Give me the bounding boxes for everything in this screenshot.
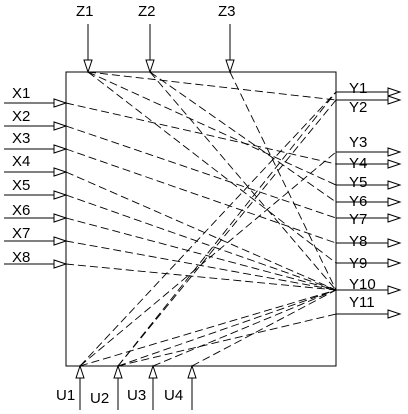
output-label-y8: Y8 bbox=[349, 233, 367, 250]
input-label-u1: U1 bbox=[56, 387, 75, 404]
output-label-y1: Y1 bbox=[349, 80, 367, 97]
arrowhead-x3 bbox=[53, 144, 68, 154]
output-label-y7: Y7 bbox=[349, 211, 367, 228]
output-label-y10: Y10 bbox=[349, 276, 376, 293]
connection-z3-y10 bbox=[229, 71, 337, 291]
arrowhead-y6 bbox=[387, 197, 402, 207]
output-label-y2: Y2 bbox=[349, 99, 367, 116]
connection-u2-y2 bbox=[117, 99, 337, 367]
input-label-z2: Z2 bbox=[138, 3, 156, 20]
arrowhead-u1 bbox=[75, 364, 85, 379]
connection-x5-y10 bbox=[65, 194, 337, 291]
system-block bbox=[65, 71, 337, 367]
connection-u4-y10 bbox=[191, 289, 337, 367]
connection-z2-y6 bbox=[149, 71, 337, 203]
arrowhead-y8 bbox=[387, 238, 402, 248]
arrowhead-u4 bbox=[187, 364, 197, 379]
arrowhead-x1 bbox=[53, 98, 68, 108]
connection-z1-y5 bbox=[87, 71, 337, 186]
arrowhead-y7 bbox=[387, 213, 402, 223]
arrowhead-y2 bbox=[387, 95, 402, 105]
output-label-y9: Y9 bbox=[349, 255, 367, 272]
input-label-u2: U2 bbox=[90, 390, 109, 407]
output-label-y6: Y6 bbox=[349, 193, 367, 210]
connection-u2-y1 bbox=[117, 91, 337, 367]
arrowhead-y10 bbox=[387, 285, 402, 295]
input-label-x4: X4 bbox=[12, 153, 30, 170]
connection-x4-y10 bbox=[65, 171, 337, 291]
connection-u2-y11 bbox=[117, 313, 337, 367]
output-label-y5: Y5 bbox=[349, 174, 367, 191]
output-label-y3: Y3 bbox=[349, 134, 367, 151]
connection-z1-y9 bbox=[87, 71, 337, 264]
arrowhead-x4 bbox=[53, 167, 68, 177]
arrowhead-y3 bbox=[387, 147, 402, 157]
arrowhead-z2 bbox=[145, 59, 155, 74]
internal-connections bbox=[65, 71, 337, 367]
arrowhead-x8 bbox=[53, 259, 68, 269]
input-label-x6: X6 bbox=[12, 202, 30, 219]
arrowhead-y1 bbox=[387, 87, 402, 97]
input-label-z1: Z1 bbox=[76, 3, 94, 20]
connection-z1-y2 bbox=[87, 71, 337, 101]
port-wires bbox=[4, 24, 388, 410]
arrowhead-y5 bbox=[387, 180, 402, 190]
connection-u2-y10 bbox=[117, 289, 337, 367]
connection-u1-y1 bbox=[79, 91, 337, 367]
input-label-x3: X3 bbox=[12, 130, 30, 147]
connection-x1-y4 bbox=[65, 102, 337, 165]
arrowhead-y11 bbox=[387, 309, 402, 319]
input-label-z3: Z3 bbox=[218, 3, 236, 20]
arrowhead-u2 bbox=[113, 364, 123, 379]
arrowhead-x2 bbox=[53, 121, 68, 131]
arrowhead-x6 bbox=[53, 213, 68, 223]
input-label-x7: X7 bbox=[12, 225, 30, 242]
arrowhead-u3 bbox=[148, 364, 158, 379]
arrowhead-x7 bbox=[53, 236, 68, 246]
input-label-x8: X8 bbox=[12, 249, 30, 266]
connection-u3-y10 bbox=[152, 289, 337, 367]
connection-x8-y10 bbox=[65, 263, 337, 291]
output-label-y11: Y11 bbox=[349, 294, 375, 311]
input-label-x5: X5 bbox=[12, 177, 30, 194]
connection-u1-y3 bbox=[79, 151, 337, 367]
connection-x2-y7 bbox=[65, 125, 337, 219]
input-label-u4: U4 bbox=[164, 387, 183, 404]
arrowhead-y4 bbox=[387, 159, 402, 169]
connection-x6-y10 bbox=[65, 217, 337, 291]
arrowheads bbox=[53, 59, 402, 379]
output-label-y4: Y4 bbox=[349, 155, 367, 172]
input-label-x2: X2 bbox=[12, 108, 30, 125]
arrowhead-z1 bbox=[83, 59, 93, 74]
connection-u1-y10 bbox=[79, 289, 337, 367]
input-label-x1: X1 bbox=[12, 85, 30, 102]
arrowhead-x5 bbox=[53, 190, 68, 200]
arrowhead-y9 bbox=[387, 258, 402, 268]
arrowhead-z3 bbox=[225, 59, 235, 74]
input-label-u3: U3 bbox=[127, 387, 146, 404]
connection-x7-y10 bbox=[65, 240, 337, 291]
